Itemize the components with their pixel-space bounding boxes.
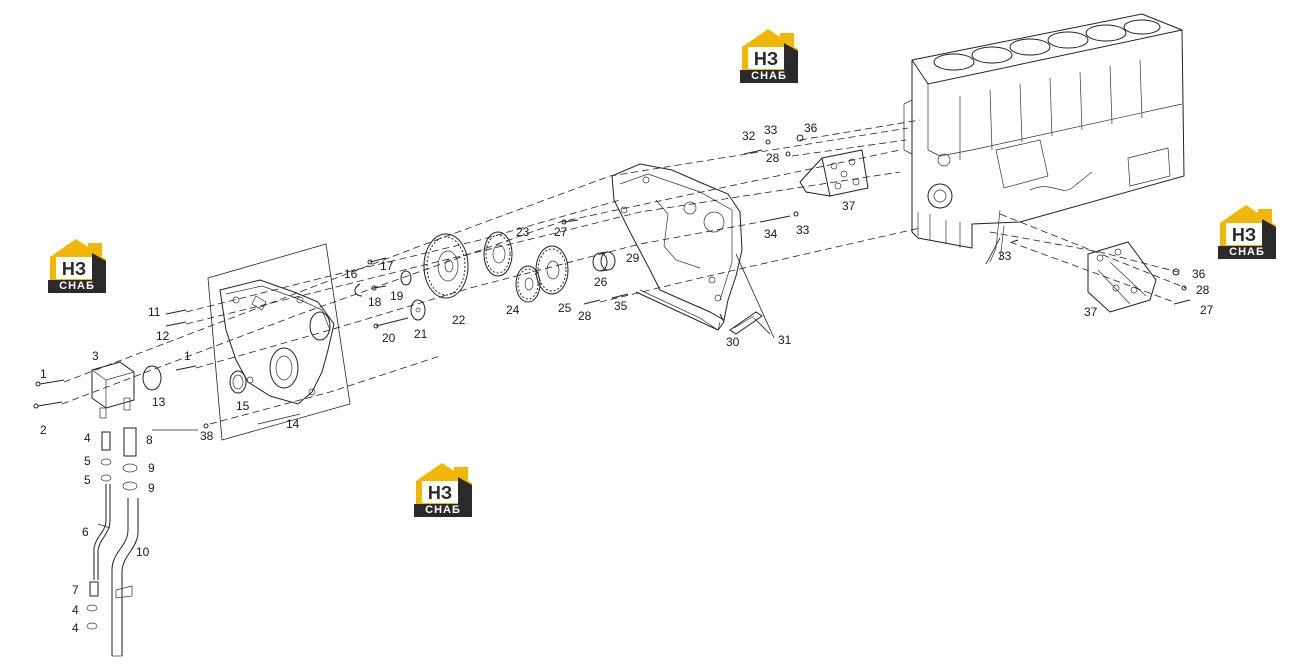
part-label-34: 34 [764,227,778,241]
engine-block [903,13,1185,263]
part-label-17: 17 [380,259,394,273]
part-label-37: 37 [1084,305,1098,319]
part-label-27: 27 [1200,303,1214,317]
svg-text:НЗ: НЗ [1232,225,1256,245]
part-label-30: 30 [726,335,740,349]
house-logo-icon: НЗ [50,239,106,281]
part-label-9: 9 [148,461,155,475]
part-label-28: 28 [1196,283,1210,297]
part-label-3: 3 [92,349,99,363]
part-label-26: 26 [594,275,608,289]
part-label-20: 20 [382,331,396,345]
part-label-8: 8 [146,433,153,447]
part-label-16: 16 [344,267,358,281]
front-cover-frame [207,243,351,441]
part-label-28: 28 [766,151,780,165]
part-label-31: 31 [778,333,792,347]
part-label-33: 33 [998,249,1012,263]
part-label-33: 33 [764,123,778,137]
part-label-19: 19 [390,289,404,303]
logo-caption: СНАБ [1218,246,1276,259]
clip-16 [354,283,363,297]
part-label-14: 14 [286,417,300,431]
part-label-25: 25 [558,301,572,315]
bracket-upper [799,149,869,197]
part-label-9: 9 [148,481,155,495]
gear-housing [611,163,743,331]
part-label-23: 23 [516,225,530,239]
watermark-logo: НЗ СНАБ [1216,203,1280,263]
svg-text:НЗ: НЗ [62,259,86,279]
part-label-35: 35 [614,299,628,313]
watermark-logo: НЗ СНАБ [412,461,476,521]
dipstick-tube-right [111,427,139,657]
part-label-1: 1 [184,349,191,363]
callout-pointers [152,237,1001,431]
gasket [729,311,763,335]
house-logo-icon: НЗ [1220,205,1276,247]
fasteners [33,134,1191,429]
gear-24 [515,265,541,303]
part-label-4: 4 [72,603,79,617]
part-label-27: 27 [554,225,568,239]
part-label-13: 13 [152,395,166,409]
part-label-36: 36 [804,121,818,135]
logo-caption: СНАБ [414,504,472,517]
watermark-logo: НЗ СНАБ [738,27,802,87]
part-label-24: 24 [506,303,520,317]
gear-23 [483,231,513,277]
svg-text:НЗ: НЗ [428,483,452,503]
part-label-28: 28 [578,309,592,323]
part-label-4: 4 [72,621,79,635]
house-logo-icon: НЗ [416,463,472,505]
house-logo-icon: НЗ [742,29,798,71]
washer-19 [400,270,412,286]
part-label-5: 5 [84,454,91,468]
bracket-lower [1087,241,1157,313]
part-label-38: 38 [200,429,214,443]
filler-housing-3 [91,361,135,419]
assembly-leader-lines [61,119,1187,425]
logo-caption: СНАБ [48,280,106,293]
watermark-logo: НЗ СНАБ [46,237,110,297]
part-label-7: 7 [72,583,79,597]
part-label-33: 33 [796,223,810,237]
part-label-32: 32 [742,129,756,143]
part-label-37: 37 [842,199,856,213]
part-label-2: 2 [40,423,47,437]
o-ring-13 [142,365,162,391]
part-label-21: 21 [414,327,428,341]
part-label-29: 29 [626,251,640,265]
part-label-12: 12 [156,329,170,343]
part-label-15: 15 [236,399,250,413]
part-label-36: 36 [1192,267,1206,281]
front-cover [219,279,335,405]
part-label-4: 4 [84,431,91,445]
part-label-11: 11 [148,305,161,319]
part-label-1: 1 [40,367,47,381]
logo-caption: СНАБ [740,70,798,83]
gear-25 [535,245,569,295]
part-number-labels: 1 1 2 3 4 4 4 5 5 6 7 8 9 9 10 11 12 13 … [40,121,1214,635]
svg-text:НЗ: НЗ [754,49,778,69]
part-label-10: 10 [136,545,150,559]
plate-21 [410,299,426,321]
part-label-6: 6 [82,525,89,539]
gear-22 [423,233,469,299]
oil-seal-15 [229,370,247,394]
dipstick-tube-left [86,431,112,630]
part-label-5: 5 [84,473,91,487]
bushing-26 [592,251,616,272]
part-label-22: 22 [452,313,466,327]
part-label-18: 18 [368,295,382,309]
